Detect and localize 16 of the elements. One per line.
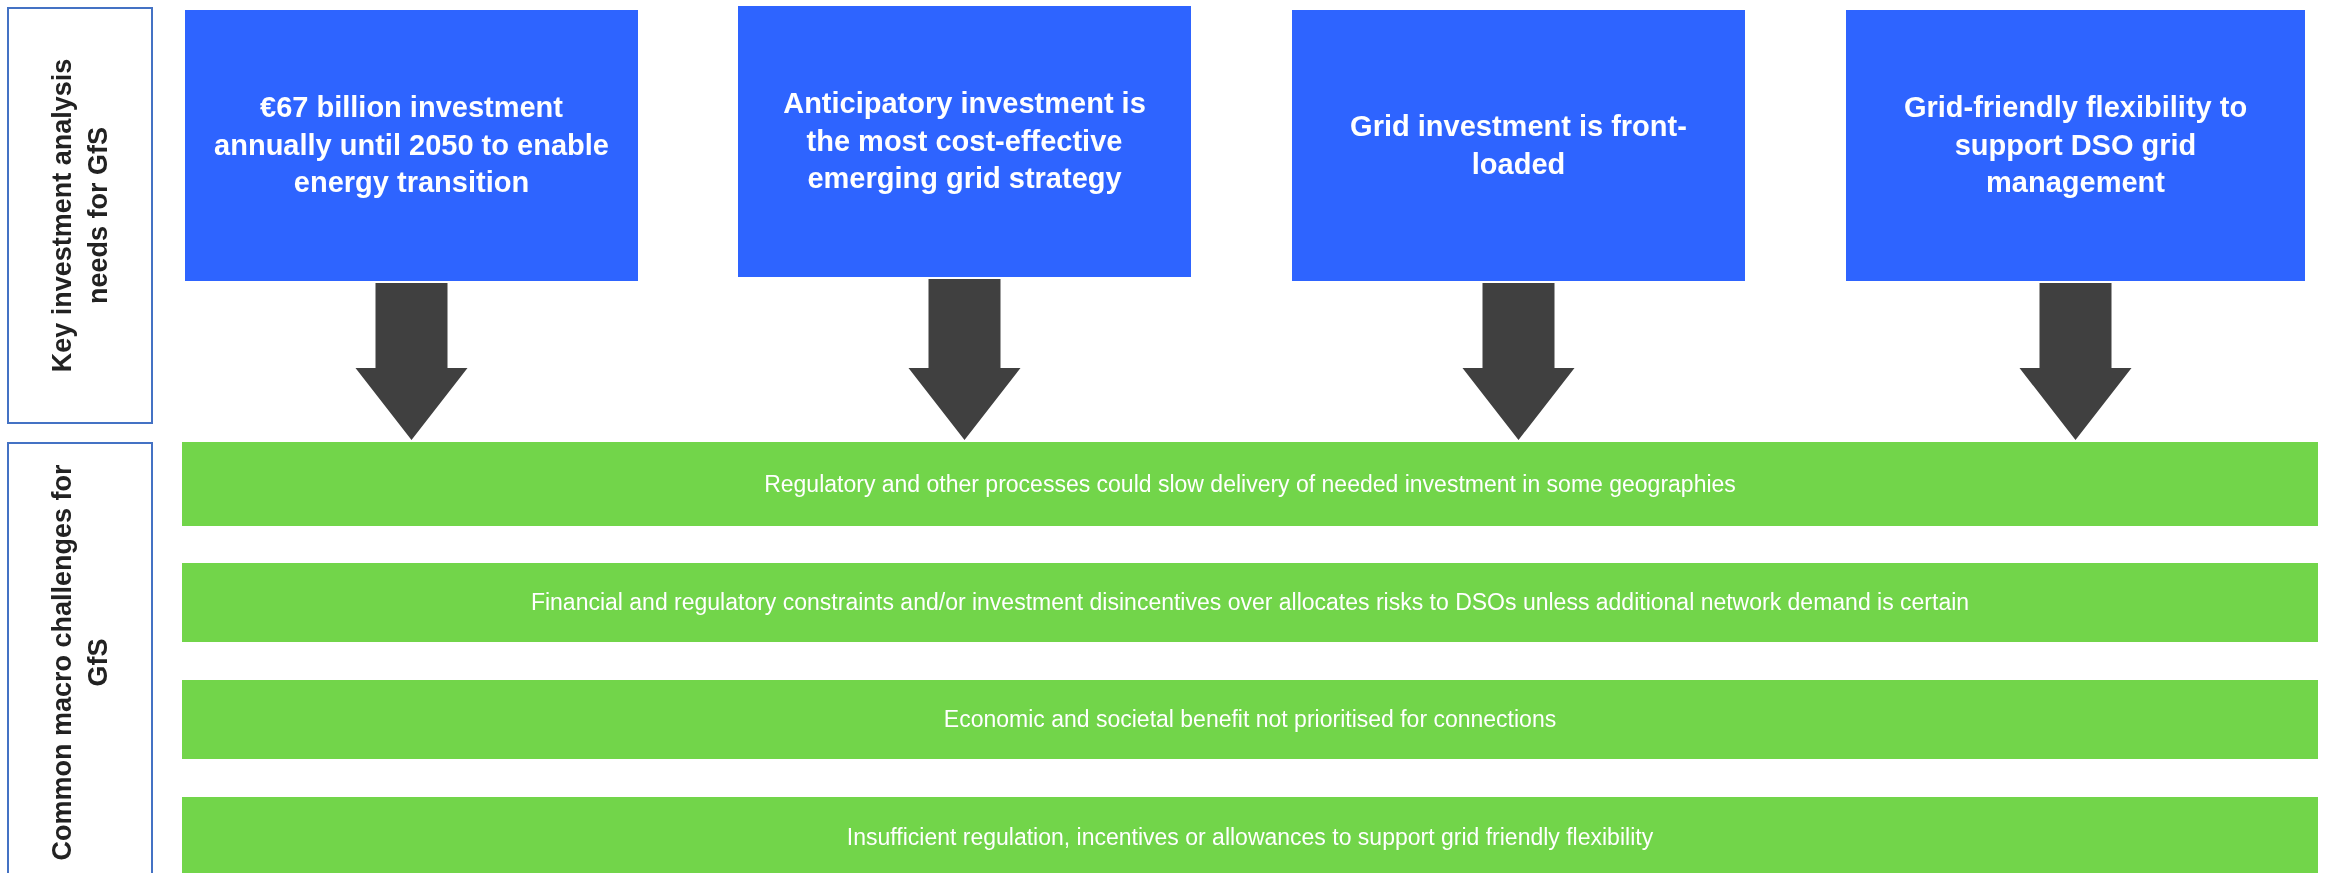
challenge-bar: Insufficient regulation, incentives or allowances to support grid friendly flexibility [182, 797, 2318, 873]
arrow [1462, 283, 1575, 440]
finding-box: Grid investment is front-loaded [1292, 10, 1745, 281]
challenge-bar: Economic and societal benefit not prioritised for connections [182, 680, 2318, 759]
arrow [2019, 283, 2132, 440]
challenge-bar: Financial and regulatory constraints and/or investment disincentives over allocates risks to DSOs unless additional network demand is certain [182, 563, 2318, 642]
arrow [355, 283, 468, 440]
side-label: Key investment analysis needs for GfS [45, 57, 114, 375]
arrow [908, 279, 1021, 440]
finding-box: €67 billion investment annually until 2050 to enable energy transition [185, 10, 638, 281]
finding-box: Anticipatory investment is the most cost-effective emerging grid strategy [738, 6, 1191, 277]
finding-box: Grid-friendly flexibility to support DSO grid management [1846, 10, 2305, 281]
side-label-box [7, 7, 153, 424]
side-label: Common macro challenges for GfS [45, 462, 114, 863]
side-label-box [7, 442, 153, 873]
challenge-bar: Regulatory and other processes could slow delivery of needed investment in some geographies [182, 442, 2318, 526]
